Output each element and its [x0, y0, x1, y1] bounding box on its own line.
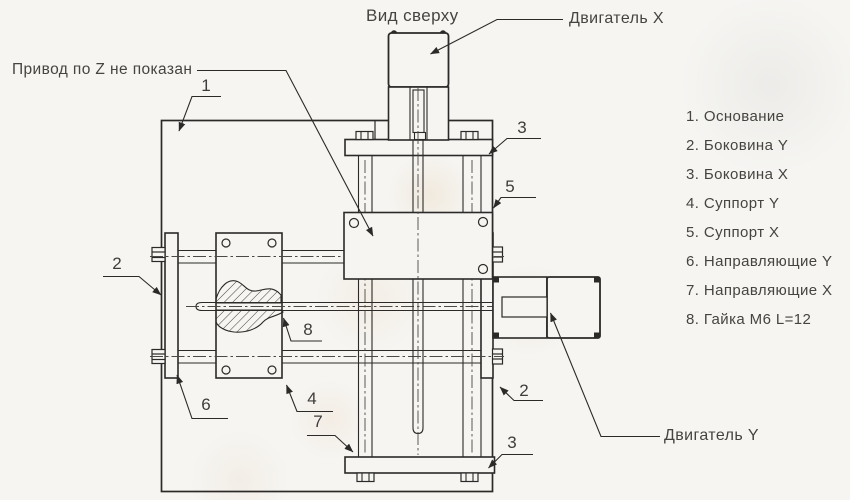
drawing-title: Вид сверху [366, 6, 459, 25]
callout-1-base: 1 [201, 76, 211, 95]
leader-motor-x [430, 18, 563, 55]
parts-list-item: 1. Основание [686, 108, 785, 125]
leader-7 [307, 434, 354, 453]
motor-x-shaft [412, 89, 425, 134]
nut-m6-section [215, 280, 284, 333]
leader-3-bottom [488, 453, 533, 469]
x-leadscrew [412, 140, 424, 435]
leader-2-left [103, 275, 162, 296]
leader-z-note [197, 69, 374, 237]
leader-motor-y [549, 312, 660, 438]
motor-x-label: Двигатель X [569, 10, 665, 27]
motor-x-body [387, 32, 450, 88]
motor-y-label: Двигатель Y [664, 427, 760, 444]
leader-6 [176, 374, 228, 420]
leader-2-right [499, 386, 543, 402]
callout-4-support-y: 4 [307, 389, 317, 408]
callout-3-side-x-bottom: 3 [507, 433, 517, 452]
parts-list-item: 6. Направляющие Y [686, 253, 833, 270]
centerlines [150, 160, 508, 454]
callout-2-side-y-right: 2 [519, 381, 529, 400]
leader-4 [285, 384, 333, 413]
callout-5-support-x: 5 [505, 177, 515, 196]
support-plate-y [215, 232, 283, 379]
side-bar-x-bottom [344, 456, 496, 483]
parts-list-item: 3. Боковина X [686, 166, 789, 183]
leader-3-top [488, 137, 541, 155]
callout-8-nut: 8 [303, 320, 313, 339]
x-gantry-columns [357, 155, 482, 457]
motor-y-assembly [492, 276, 601, 339]
z-axis-note: Привод по Z не показан [12, 61, 193, 78]
parts-list-item: 8. Гайка M6 L=12 [686, 311, 812, 328]
motor-y-body [546, 276, 601, 339]
leader-lines [103, 18, 660, 469]
leader-1 [178, 95, 221, 132]
callout-3-side-x-top: 3 [517, 118, 527, 137]
parts-list-item: 5. Суппорт X [686, 224, 780, 241]
callout-2-side-y-left: 2 [112, 254, 122, 273]
leader-5 [493, 196, 536, 209]
parts-list: 1. Основание 2. Боковина Y 3. Боковина X… [686, 102, 832, 334]
callout-7-guides-x: 7 [313, 412, 323, 431]
side-plate-y-left [164, 232, 179, 379]
callout-6-guides-y: 6 [201, 395, 211, 414]
leader-8 [282, 317, 322, 342]
motor-x-assembly [387, 30, 450, 141]
motor-y-coupling [501, 296, 548, 318]
parts-list-item: 4. Суппорт Y [686, 195, 780, 212]
parts-list-item: 2. Боковина Y [686, 137, 789, 154]
parts-list-item: 7. Направляющие X [686, 282, 833, 299]
